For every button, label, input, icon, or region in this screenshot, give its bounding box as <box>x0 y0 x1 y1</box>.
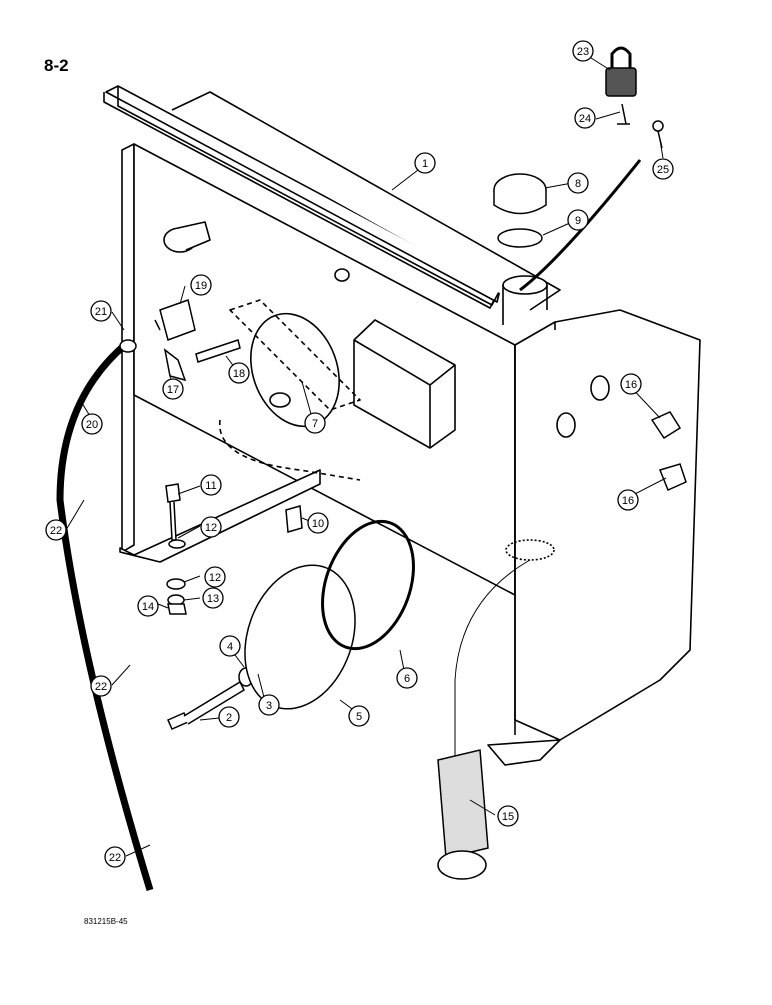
svg-text:22: 22 <box>50 525 62 537</box>
svg-text:24: 24 <box>579 113 591 125</box>
svg-text:18: 18 <box>233 368 245 380</box>
svg-text:16: 16 <box>622 495 634 507</box>
svg-text:22: 22 <box>95 681 107 693</box>
svg-text:3: 3 <box>266 700 272 712</box>
callout-18: 18 <box>228 362 250 384</box>
svg-text:16: 16 <box>625 379 637 391</box>
tank-right-panel <box>514 309 701 741</box>
callout-9: 9 <box>567 209 589 231</box>
vent-hose <box>56 341 154 892</box>
svg-text:25: 25 <box>657 164 669 176</box>
svg-text:11: 11 <box>205 480 216 492</box>
callout-2: 2 <box>218 706 240 728</box>
callout-16a: 16 <box>620 373 642 395</box>
tank-assembly <box>103 85 701 766</box>
svg-text:14: 14 <box>142 601 154 613</box>
callout-25: 25 <box>652 158 674 180</box>
callout-22b: 22 <box>90 675 112 697</box>
cover-plate <box>244 564 356 710</box>
callout-1: 1 <box>414 152 436 174</box>
svg-text:20: 20 <box>86 419 98 431</box>
callout-23: 23 <box>572 40 594 62</box>
svg-text:1: 1 <box>422 158 428 170</box>
svg-text:4: 4 <box>227 641 233 653</box>
svg-text:19: 19 <box>195 280 207 292</box>
callout-7: 7 <box>304 412 326 434</box>
strainer <box>437 749 489 859</box>
svg-text:7: 7 <box>312 418 318 430</box>
callout-15: 15 <box>497 805 519 827</box>
callout-22c: 22 <box>104 846 126 868</box>
callout-17: 17 <box>162 378 184 400</box>
svg-text:23: 23 <box>577 46 589 58</box>
hardware <box>56 46 687 892</box>
callout-8: 8 <box>567 172 589 194</box>
svg-text:12: 12 <box>209 572 221 584</box>
callout-10: 10 <box>307 512 329 534</box>
svg-text:5: 5 <box>356 711 362 723</box>
callout-20: 20 <box>81 413 103 435</box>
svg-text:21: 21 <box>95 306 107 318</box>
page-number: 8-2 <box>44 56 69 75</box>
callout-22a: 22 <box>45 519 67 541</box>
callout-12a: 12 <box>200 516 222 538</box>
svg-text:22: 22 <box>109 852 121 864</box>
svg-text:13: 13 <box>207 593 219 605</box>
svg-text:17: 17 <box>167 384 179 396</box>
svg-text:10: 10 <box>312 518 324 530</box>
callout-19: 19 <box>190 274 212 296</box>
callout-3: 3 <box>258 694 280 716</box>
bottom-flange <box>119 469 321 563</box>
svg-text:8: 8 <box>575 178 581 190</box>
gasket <box>321 519 415 651</box>
callout-5: 5 <box>348 705 370 727</box>
callout-24: 24 <box>574 107 596 129</box>
callout-21: 21 <box>90 300 112 322</box>
padlock <box>605 67 637 97</box>
svg-text:6: 6 <box>404 673 410 685</box>
svg-text:2: 2 <box>226 712 232 724</box>
callout-4: 4 <box>219 635 241 657</box>
callout-16b: 16 <box>617 489 639 511</box>
callout-11: 11 <box>200 474 222 496</box>
svg-text:15: 15 <box>502 811 514 823</box>
svg-text:9: 9 <box>575 215 581 227</box>
figure-code: 831215B-45 <box>84 917 128 926</box>
svg-text:12: 12 <box>205 522 217 534</box>
callouts: 1 2 3 4 5 6 7 8 9 10 11 12 12 13 14 15 1… <box>45 40 674 868</box>
callout-12b: 12 <box>204 566 226 588</box>
callout-14: 14 <box>137 595 159 617</box>
callout-13: 13 <box>202 587 224 609</box>
callout-6: 6 <box>396 667 418 689</box>
